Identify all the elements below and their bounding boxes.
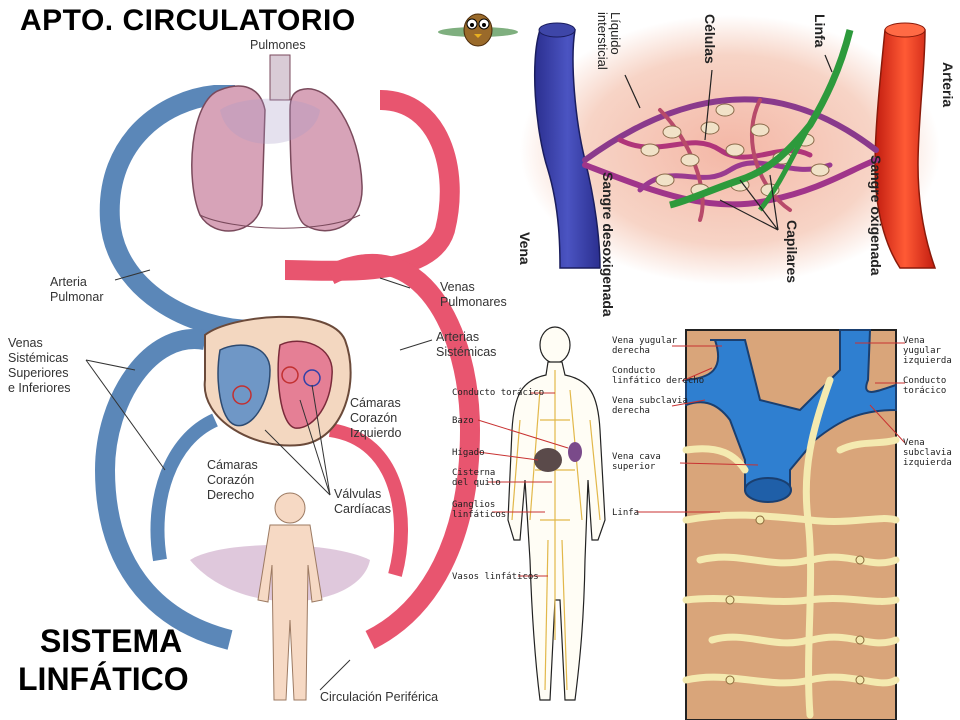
label-venas-sistemicas: Venas Sistémicas Superiores e Inferiores [8, 336, 71, 395]
label-conducto-linfatico-derecho: Conducto linfático derecho [612, 366, 705, 386]
label-sangre-desoxigenada: Sangre desoxigenada [600, 172, 616, 317]
label-pulmones: Pulmones [250, 38, 306, 52]
label-vena-cava-superior: Vena cava superior [612, 452, 661, 472]
pulmonary-artery-loop [99, 85, 256, 340]
label-vena: Vena [517, 232, 533, 265]
label-celulas: Células [702, 14, 718, 64]
label-conducto-toracico-thoracic: Conducto torácico [903, 376, 947, 396]
lungs [191, 54, 363, 232]
label-vena-subclavia-derecha: Vena subclavia derecha [612, 396, 688, 416]
systemic-arteries-loop [325, 253, 481, 649]
label-sangre-oxigenada: Sangre oxigenada [868, 155, 884, 276]
label-vena-yugular-izquierda: Vena yugular izquierda [903, 336, 952, 366]
label-valvulas: Válvulas Cardíacas [334, 487, 391, 516]
capillary-diagram [520, 15, 940, 285]
label-vena-yugular-derecha: Vena yugular derecha [612, 336, 678, 356]
mascot-icon [438, 13, 518, 47]
body-lymph-diagram [477, 326, 606, 701]
artery-vessel [874, 29, 937, 269]
lymph-vessel [669, 29, 854, 209]
thoracic-lymph-diagram [636, 329, 906, 720]
label-vasos: Vasos linfáticos [452, 572, 539, 582]
label-higado: Hígado [452, 448, 485, 458]
systemic-veins-loop [94, 329, 233, 650]
heart [203, 315, 352, 447]
footer-line1: SISTEMA [40, 623, 183, 659]
label-arteria: Arteria [940, 62, 956, 108]
label-bazo: Bazo [452, 416, 474, 426]
page-title: APTO. CIRCULATORIO [20, 4, 356, 37]
human-silhouette [257, 492, 323, 701]
label-ganglios: Ganglios linfáticos [452, 500, 507, 520]
label-vena-subclavia-izquierda: Vena subclavia izquierda [903, 438, 952, 468]
label-camaras-izquierdo: Cámaras Corazón Izquierdo [350, 396, 402, 440]
label-arteria-pulmonar: Arteria Pulmonar [50, 275, 104, 304]
label-venas-pulmonares: Venas Pulmonares [440, 280, 507, 309]
circulation-diagram [85, 54, 481, 701]
label-circulacion-periferica: Circulación Periférica [320, 690, 439, 704]
label-linfa: Linfa [812, 14, 828, 48]
label-arterias-sistemicas: Arterias Sistémicas [436, 330, 497, 359]
label-cisterna: Cisterna del quilo [452, 468, 501, 488]
label-liquido-intersticial: Líquido intersticial [595, 12, 623, 70]
footer-title: SISTEMA LINFÁTICO [18, 622, 189, 698]
label-capilares: Capilares [784, 220, 800, 284]
footer-line2: LINFÁTICO [18, 661, 189, 697]
label-linfa-thoracic: Linfa [612, 508, 640, 518]
label-camaras-derecho: Cámaras Corazón Derecho [207, 458, 258, 502]
vein-vessel [533, 29, 601, 269]
label-conducto-toracico-body: Conducto torácico [452, 388, 545, 398]
